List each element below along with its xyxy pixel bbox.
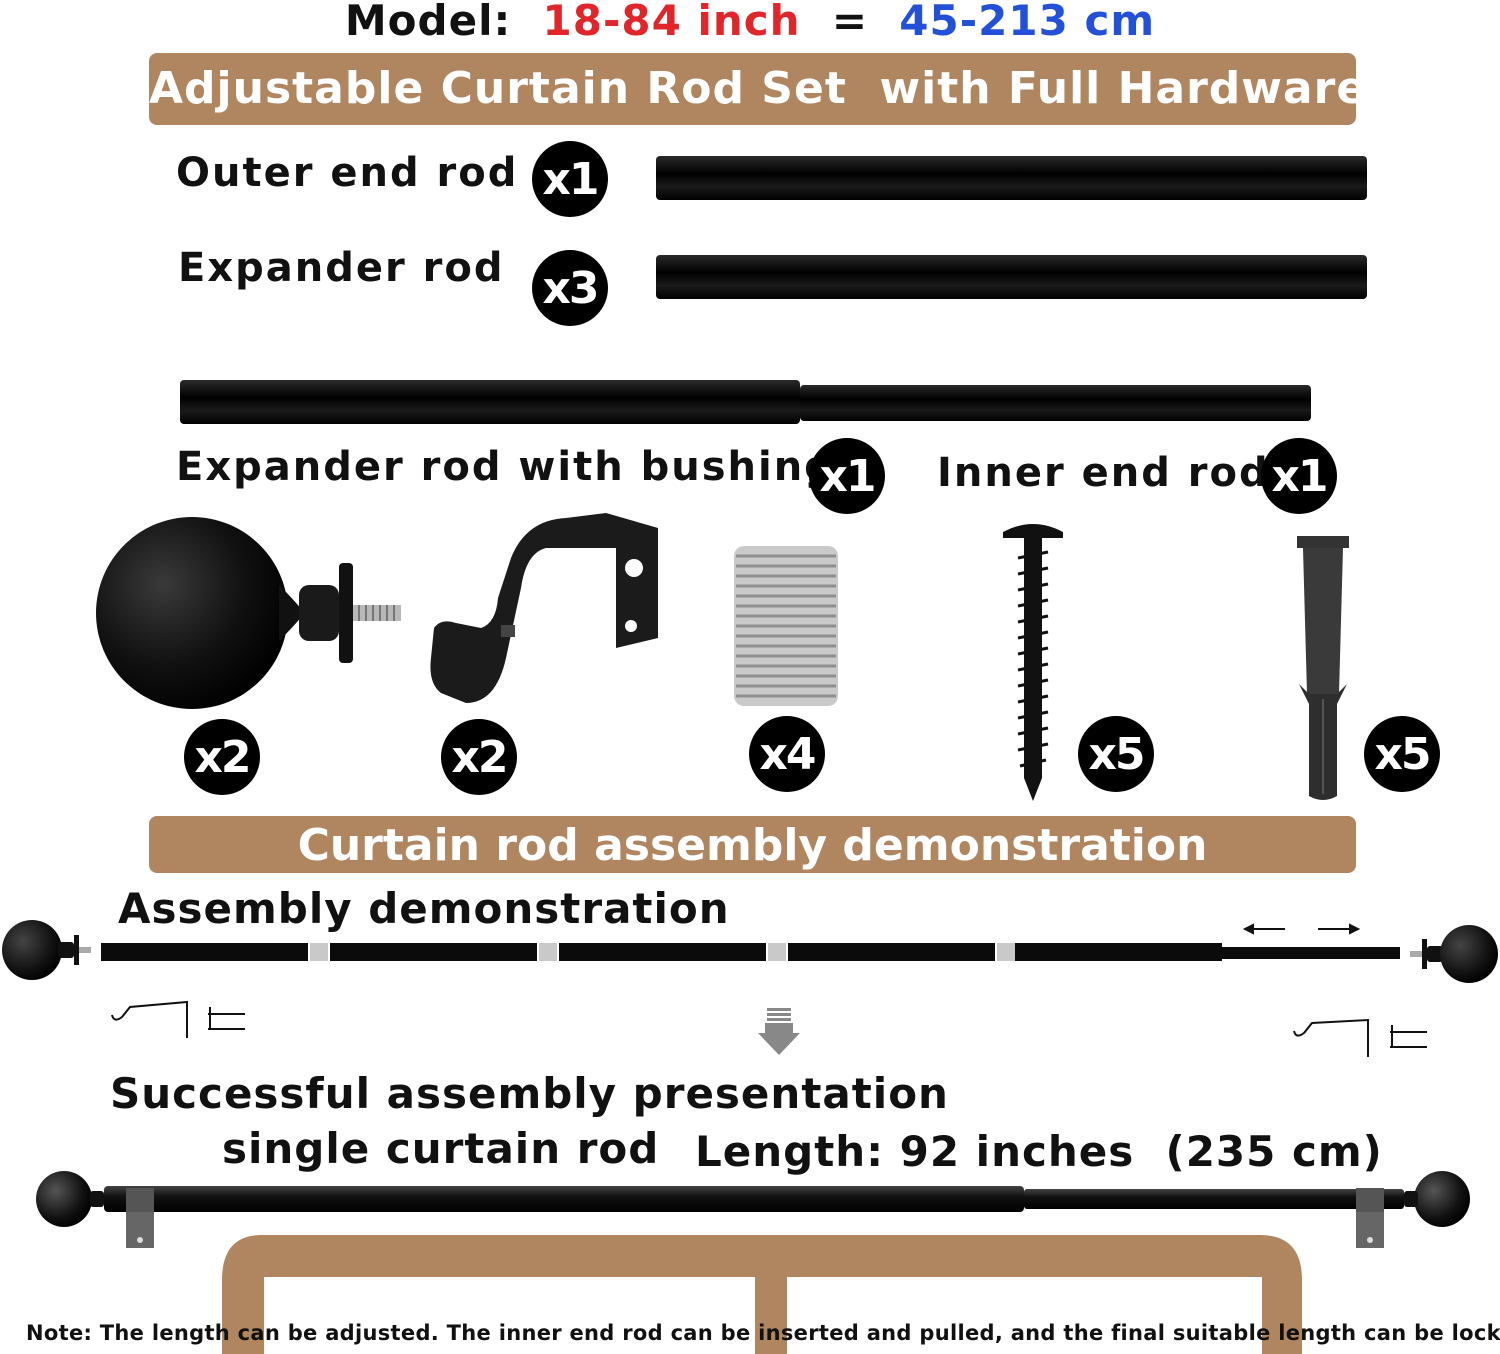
single-rod-label: single curtain rod (222, 1124, 660, 1173)
assembly-demo-label: Assembly demonstration (118, 884, 730, 933)
bushing-qty-badge: x4 (749, 716, 825, 792)
assembly-banner: Curtain rod assembly demonstration (149, 816, 1356, 873)
top-banner-title: Adjustable Curtain Rod Set with Full Har… (149, 63, 1368, 114)
wall-anchor-icon (1297, 536, 1349, 800)
screw-icon (1003, 524, 1063, 801)
assembled-rod-diagram (36, 1171, 1470, 1354)
range-inch: 18-84 inch (542, 0, 801, 45)
model-prefix: Model: (344, 0, 512, 45)
outer-end-rod-label: Outer end rod (176, 150, 519, 196)
expander-bushing-label: Expander rod with bushing (176, 444, 835, 490)
length-label: Length: 92 inches (235 cm) (695, 1127, 1383, 1176)
inner-end-rod-label: Inner end rod (937, 450, 1270, 496)
assembly-banner-title: Curtain rod assembly demonstration (297, 820, 1208, 871)
outer-end-rod-image (656, 156, 1367, 200)
anchor-qty-badge: x5 (1364, 716, 1440, 792)
outer-end-rod-qty-badge: x1 (532, 141, 608, 217)
inner-end-rod-qty-badge: x1 (1261, 438, 1337, 514)
expander-rod-image (656, 255, 1367, 299)
range-cm: 45-213 cm (899, 0, 1156, 45)
bushing-icon (734, 546, 838, 706)
screw-qty-badge: x5 (1078, 716, 1154, 792)
bracket-icon (430, 513, 658, 703)
equals-sign: = (831, 0, 869, 45)
exploded-assembly-diagram (2, 920, 1498, 1057)
ball-finial-icon (96, 517, 401, 709)
expander-rod-label: Expander rod (178, 245, 505, 291)
expander-rod-qty-badge: x3 (532, 250, 608, 326)
bracket-qty-badge: x2 (441, 719, 517, 795)
expander-rod-with-bushing-image (180, 380, 800, 424)
top-banner: Adjustable Curtain Rod Set with Full Har… (149, 53, 1366, 125)
inner-end-rod-image (800, 385, 1311, 421)
finial-qty-badge: x2 (184, 719, 260, 795)
footer-note: Note: The length can be adjusted. The in… (26, 1321, 1500, 1345)
model-line: Model: 18-84 inch = 45-213 cm (0, 0, 1500, 45)
expander-bushing-qty-badge: x1 (809, 438, 885, 514)
success-label: Successful assembly presentation (110, 1069, 949, 1118)
